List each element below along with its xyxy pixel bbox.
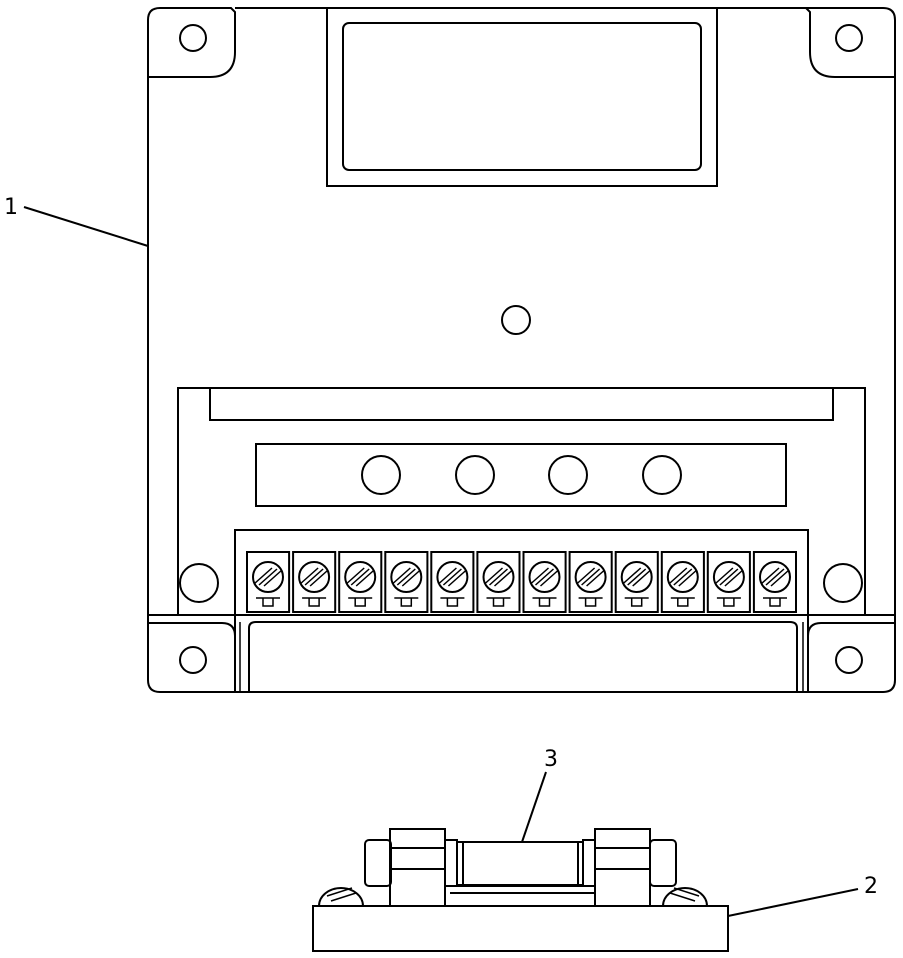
bottom-right-ear <box>807 622 895 692</box>
fuse-holder-assembly <box>312 828 729 952</box>
left-side-hole <box>179 563 219 603</box>
terminal-screw-icon <box>344 561 377 593</box>
callout-1: 1 <box>4 195 149 247</box>
terminal-10 <box>660 551 705 613</box>
controller-unit <box>147 7 896 693</box>
terminal-screw-icon <box>712 561 745 593</box>
terminal-row <box>246 551 798 613</box>
callout-3-label: 3 <box>544 747 558 772</box>
terminal-screw-icon <box>759 561 791 593</box>
terminal-5 <box>430 551 475 613</box>
terminal-block-housing <box>234 529 809 692</box>
fuse-tube <box>450 841 594 894</box>
terminal-9 <box>614 551 659 613</box>
connector-plug <box>248 621 798 692</box>
display-window <box>342 22 702 171</box>
center-screw <box>501 305 531 335</box>
right-fuse-clip <box>582 828 677 907</box>
bottom-right-mount-hole <box>835 646 863 674</box>
callout-3: 3 <box>521 747 558 843</box>
terminal-6 <box>476 551 521 613</box>
bottom-left-ear <box>148 622 236 692</box>
display-frame <box>326 7 718 187</box>
terminal-1 <box>246 551 291 613</box>
terminal-12 <box>752 551 798 613</box>
terminal-2 <box>292 551 337 613</box>
housing-outline <box>147 7 236 78</box>
right-screw-slot <box>669 887 700 902</box>
fuse-base <box>312 905 729 952</box>
terminal-4 <box>384 551 429 613</box>
terminal-screw-icon <box>620 561 653 593</box>
terminal-screw-icon <box>528 561 561 593</box>
led-indicator-2 <box>455 455 495 495</box>
left-base-screw <box>318 887 364 907</box>
terminal-screw-icon <box>436 561 469 593</box>
terminal-11 <box>706 551 751 613</box>
terminal-3 <box>338 551 383 613</box>
label-strip <box>209 387 834 421</box>
housing-bottom <box>147 615 896 693</box>
connector-side-lines <box>239 622 804 692</box>
terminal-7 <box>522 551 567 613</box>
top-right-mount-hole <box>835 24 863 52</box>
right-base-screw <box>662 887 708 907</box>
terminal-screw-icon <box>574 561 607 593</box>
led-indicator-3 <box>548 455 588 495</box>
bottom-left-mount-hole <box>179 646 207 674</box>
terminal-screw-icon <box>482 561 515 593</box>
terminal-screw-icon <box>298 561 331 593</box>
callout-2-label: 2 <box>864 874 878 899</box>
terminal-screw-icon <box>666 561 699 593</box>
led-indicator-4 <box>642 455 682 495</box>
lower-panel-recess <box>177 387 866 615</box>
led-indicator-1 <box>361 455 401 495</box>
callout-1-label: 1 <box>4 195 18 220</box>
led-panel <box>255 443 787 507</box>
left-screw-slot <box>326 887 357 902</box>
top-left-mount-hole <box>179 24 207 52</box>
left-fuse-clip <box>364 828 458 907</box>
callout-2: 2 <box>727 874 878 917</box>
right-side-hole <box>823 563 863 603</box>
terminal-8 <box>568 551 613 613</box>
terminal-screw-icon <box>390 561 423 593</box>
terminal-screw-icon <box>252 561 284 593</box>
housing-body <box>147 7 896 616</box>
